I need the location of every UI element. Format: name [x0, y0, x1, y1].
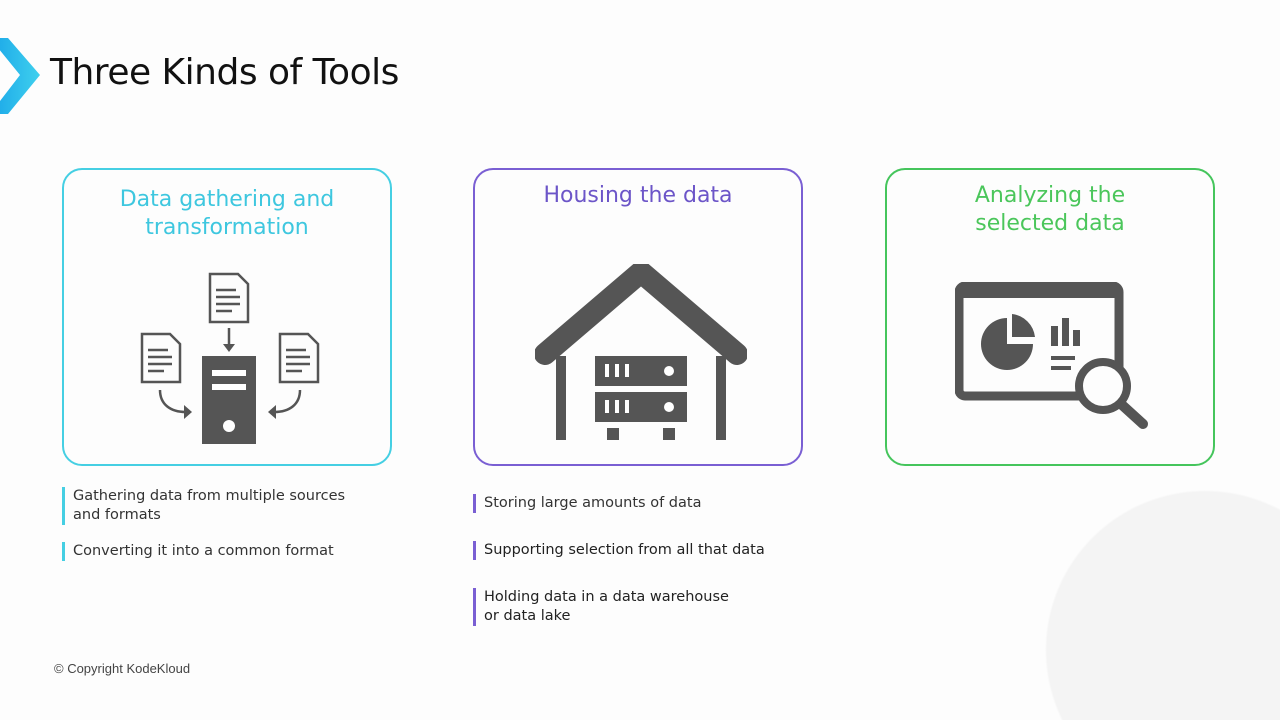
copyright: © Copyright KodeKloud	[54, 661, 191, 676]
bullet-converting: Converting it into a common format	[62, 542, 334, 561]
page-title: Three Kinds of Tools	[50, 52, 399, 93]
card-title: Housing the data	[543, 183, 733, 208]
dashboard-magnifier-icon	[955, 282, 1148, 429]
bullet-storing: Storing large amounts of data	[473, 494, 701, 513]
chevron-logo-icon	[0, 38, 40, 114]
card-housing-data: Housing the data	[473, 168, 803, 466]
documents-to-server-icon	[140, 272, 320, 444]
warehouse-server-icon	[535, 264, 747, 440]
bullet-supporting: Supporting selection from all that data	[473, 541, 765, 560]
